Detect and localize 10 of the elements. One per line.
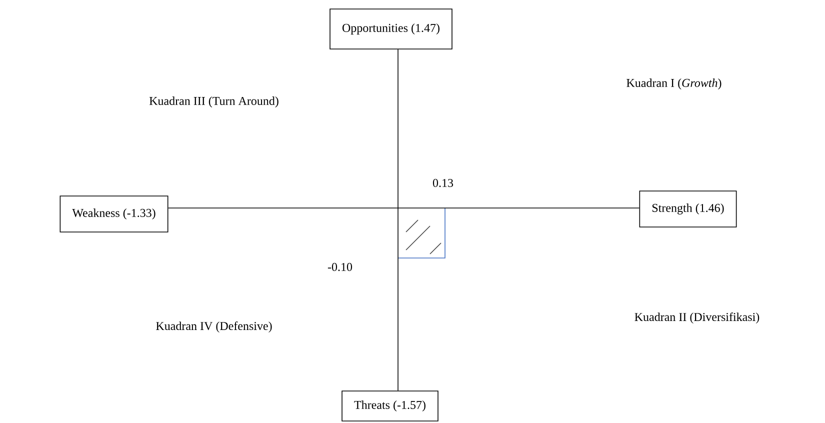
label-box: Threats (-1.57) xyxy=(342,390,438,422)
quadrant-label: Kuadran III (Turn Around) xyxy=(149,96,278,108)
quadrant-label: Kuadran II (Diversifikasi) xyxy=(634,312,760,324)
value-label: -0.10 xyxy=(328,262,352,272)
quadrant-label: Kuadran I (Growth) xyxy=(626,78,722,90)
label-box: Weakness (-1.33) xyxy=(60,196,168,232)
label-box: Strength (1.46) xyxy=(639,190,737,228)
quadrant-label: Kuadran IV (Defensive) xyxy=(156,321,272,332)
value-label: 0.13 xyxy=(432,178,454,188)
label-box: Opportunities (1.47) xyxy=(330,8,452,50)
